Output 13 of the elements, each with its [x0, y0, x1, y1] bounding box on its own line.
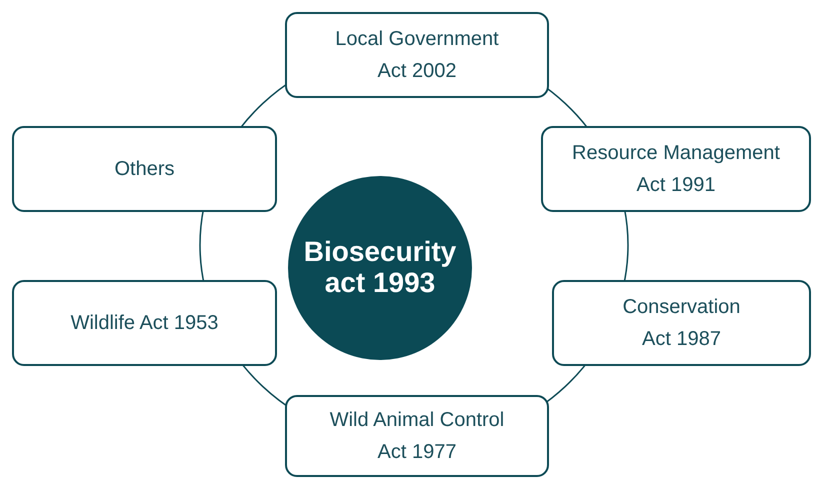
act-label: Others — [114, 157, 175, 182]
act-label: Resource Management Act 1991 — [571, 141, 781, 198]
act-box — [541, 126, 811, 212]
act-box — [12, 126, 277, 212]
title-text: Biosecurity act 1993 — [302, 237, 458, 299]
act-label: Wild Animal Control Act 1977 — [328, 408, 506, 465]
act-box — [12, 280, 277, 366]
act-label: Wildlife Act 1953 — [70, 311, 218, 336]
act-label: Conservation Act 1987 — [622, 295, 742, 352]
act-box — [552, 280, 811, 366]
act-box — [285, 12, 549, 98]
act-label: Local Government Act 2002 — [334, 27, 500, 84]
act-box — [285, 395, 549, 477]
